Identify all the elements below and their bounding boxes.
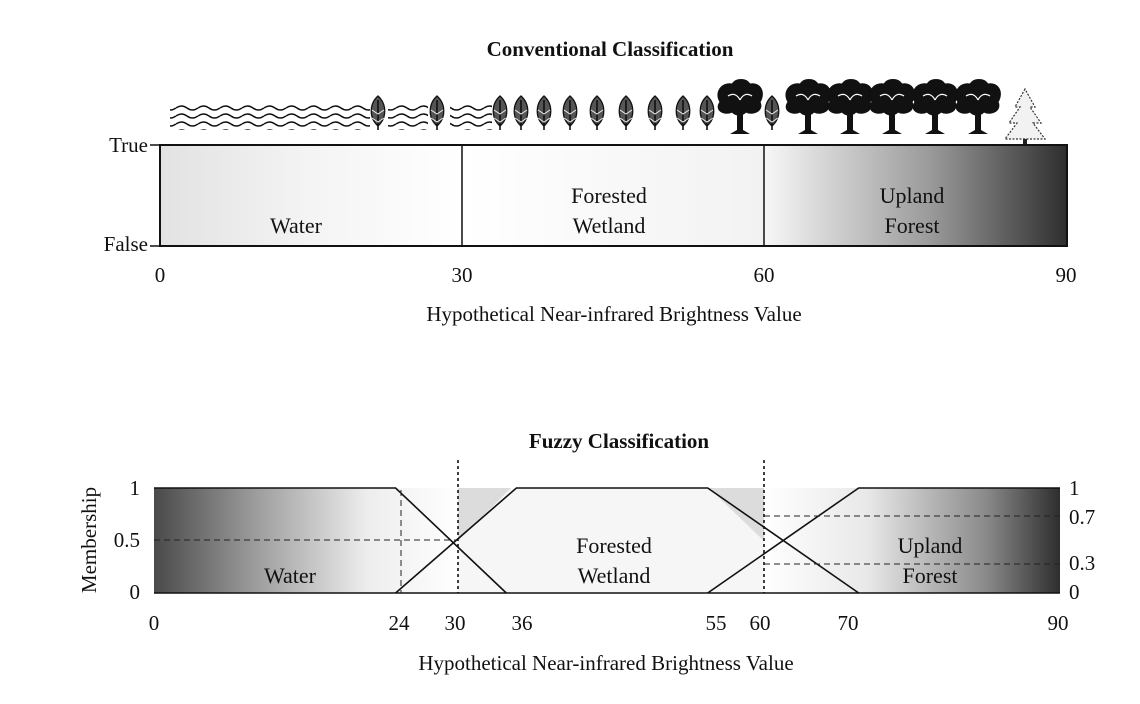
region-forested-wetland	[462, 145, 764, 246]
region-label-water: Water	[270, 213, 323, 238]
region-upland-forest	[764, 145, 1067, 246]
x-tick-30: 30	[452, 263, 473, 287]
water-wave-icon	[450, 104, 492, 130]
y-tick-right-0.3: 0.3	[1069, 551, 1095, 575]
fuzzy-title: Fuzzy Classification	[529, 429, 710, 453]
x-tick-60: 60	[754, 263, 775, 287]
region-label-forest: Forest	[885, 213, 940, 238]
y-label-false: False	[104, 232, 148, 256]
wetland-tree-icon	[536, 95, 552, 130]
upland-tree-icon	[785, 79, 831, 134]
wetland-tree-icon	[562, 95, 578, 130]
wetland-tree-icon	[513, 95, 529, 130]
fx-tick-36: 36	[512, 611, 533, 635]
upland-tree-icon	[869, 79, 915, 134]
fuzzy-plot	[154, 460, 1060, 594]
wetland-tree-icon	[429, 95, 445, 130]
conventional-xlabel: Hypothetical Near-infrared Brightness Va…	[426, 302, 801, 326]
fuzzy-xlabel: Hypothetical Near-infrared Brightness Va…	[418, 651, 793, 675]
y-tick-left-1: 1	[130, 476, 141, 500]
fx-tick-24: 24	[389, 611, 411, 635]
region-water	[160, 145, 462, 246]
wetland-tree-icon	[647, 95, 663, 130]
fx-tick-0: 0	[149, 611, 160, 635]
wetland-tree-icon	[618, 95, 634, 130]
fx-tick-60: 60	[750, 611, 771, 635]
wetland-tree-icon	[589, 95, 605, 130]
y-tick-right-1: 1	[1069, 476, 1080, 500]
conifer-tree-icon	[1003, 87, 1047, 149]
region-label-forested: Forested	[571, 183, 647, 208]
upland-tree-icons	[717, 79, 1001, 134]
wetland-tree-icon	[699, 95, 715, 130]
x-tick-0: 0	[155, 263, 166, 287]
y-tick-right-0: 0	[1069, 580, 1080, 604]
y-tick-left-0.5: 0.5	[114, 528, 140, 552]
fx-tick-90: 90	[1048, 611, 1069, 635]
wetland-tree-icons	[370, 95, 780, 130]
fuzzy-region-wetland	[458, 488, 764, 593]
membership-curve-upland-forest	[707, 487, 1060, 594]
fuzzy-region-label-upland: Upland	[898, 533, 963, 558]
wetland-tree-icon	[675, 95, 691, 130]
water-wave-icon	[388, 104, 428, 130]
upland-tree-icon	[912, 79, 958, 134]
conventional-box	[150, 144, 1068, 247]
wetland-tree-icon	[764, 95, 780, 130]
fuzzy-region-label-forest: Forest	[903, 563, 958, 588]
membership-curve-water	[154, 487, 507, 594]
wetland-tree-icon	[492, 95, 508, 130]
fx-tick-30: 30	[445, 611, 466, 635]
fx-tick-70: 70	[838, 611, 859, 635]
y-label-true: True	[109, 133, 148, 157]
x-tick-90: 90	[1056, 263, 1077, 287]
fuzzy-region-label-forested: Forested	[576, 533, 652, 558]
conventional-title: Conventional Classification	[487, 37, 734, 61]
y-tick-right-0.7: 0.7	[1069, 505, 1095, 529]
fuzzy-region-label-wetland: Wetland	[578, 563, 651, 588]
region-label-upland: Upland	[880, 183, 945, 208]
fuzzy-region-label-water: Water	[264, 563, 317, 588]
water-wave-icon	[170, 104, 370, 130]
fuzzy-ylabel: Membership	[77, 487, 101, 593]
fx-tick-55: 55	[706, 611, 727, 635]
upland-tree-icon	[955, 79, 1001, 134]
fuzzy-region-upland	[764, 488, 1060, 593]
y-tick-left-0: 0	[130, 580, 141, 604]
icon-row	[170, 79, 1047, 149]
upland-tree-icon	[827, 79, 873, 134]
wetland-tree-icon	[370, 95, 386, 130]
upland-tree-icon	[717, 79, 763, 134]
region-label-wetland: Wetland	[573, 213, 646, 238]
